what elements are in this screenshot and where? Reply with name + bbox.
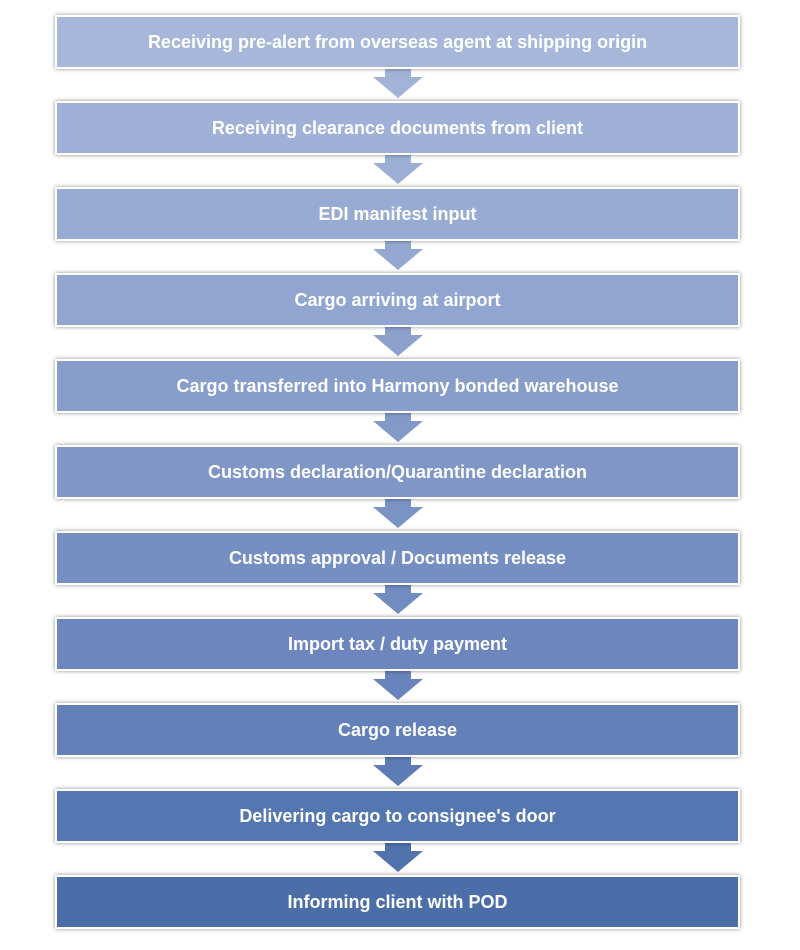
step-label: Cargo transferred into Harmony bonded wa… — [176, 375, 619, 396]
step-label: Receiving clearance documents from clien… — [211, 117, 584, 138]
flow-arrow-8 — [373, 668, 423, 700]
step-box: Customs declaration/Quarantine declarati… — [55, 445, 740, 499]
step-label: Cargo release — [337, 719, 458, 740]
step-label: Customs approval / Documents release — [228, 547, 567, 568]
flow-arrow-5 — [373, 410, 423, 442]
flow-arrow-3 — [373, 238, 423, 270]
flow-arrow-2 — [373, 152, 423, 184]
step-label: Informing client with POD — [287, 891, 508, 912]
step-box: EDI manifest input — [55, 187, 740, 241]
step-label: Delivering cargo to consignee's door — [239, 805, 556, 826]
step-label: Customs declaration/Quarantine declarati… — [207, 461, 588, 482]
step-label: EDI manifest input — [318, 203, 477, 224]
step-box: Customs approval / Documents release — [55, 531, 740, 585]
step-label: Cargo arriving at airport — [294, 289, 501, 310]
step-box: Delivering cargo to consignee's door — [55, 789, 740, 843]
step-box: Informing client with POD — [55, 875, 740, 929]
flow-arrow-6 — [373, 496, 423, 528]
flow-arrow-7 — [373, 582, 423, 614]
flow-arrow-9 — [373, 754, 423, 786]
step-box: Cargo release — [55, 703, 740, 757]
flow-arrow-1 — [373, 66, 423, 98]
step-label: Receiving pre-alert from overseas agent … — [147, 31, 648, 52]
step-label: Import tax / duty payment — [287, 633, 508, 654]
flow-arrow-10 — [373, 840, 423, 872]
flow-arrow-4 — [373, 324, 423, 356]
step-box: Receiving pre-alert from overseas agent … — [55, 15, 740, 69]
step-box: Cargo arriving at airport — [55, 273, 740, 327]
step-box: Cargo transferred into Harmony bonded wa… — [55, 359, 740, 413]
step-box: Receiving clearance documents from clien… — [55, 101, 740, 155]
step-box: Import tax / duty payment — [55, 617, 740, 671]
